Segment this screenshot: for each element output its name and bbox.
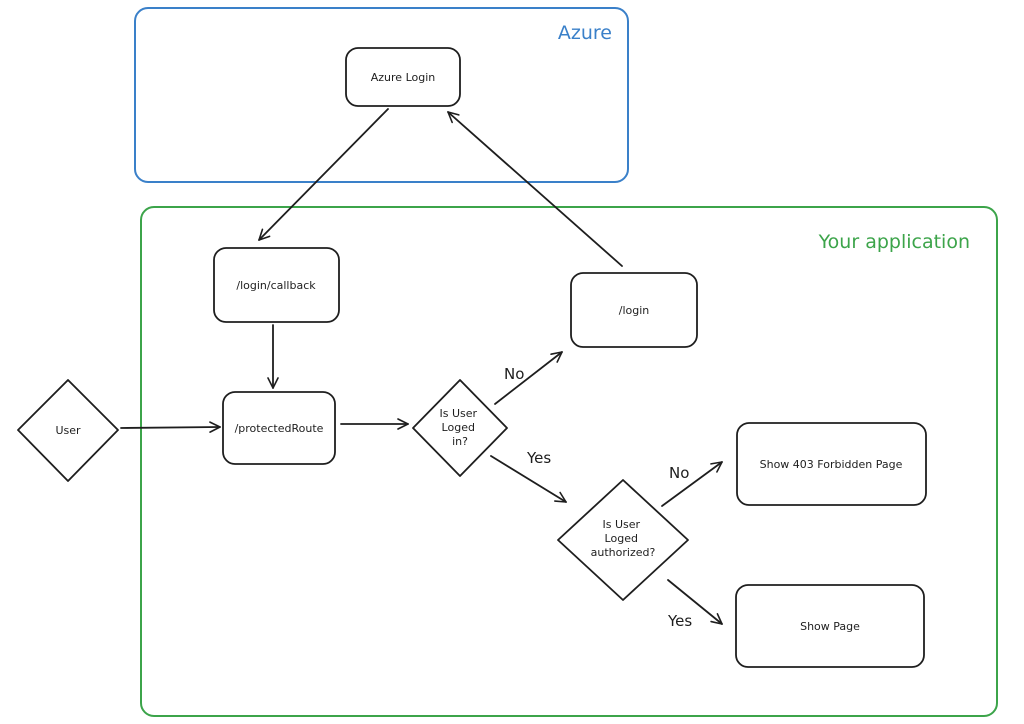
protected-route-label: /protectedRoute <box>235 422 324 435</box>
logged-in-line-1: Is User <box>439 407 477 420</box>
edge-label-no-forbidden: No <box>669 464 689 482</box>
app-group-frame <box>140 206 998 717</box>
edge-label-yes-show: Yes <box>667 612 692 630</box>
edge-azure-to-callback <box>258 108 389 241</box>
edge-decision-yes-to-authorized <box>490 455 567 503</box>
node-forbidden: Show 403 Forbidden Page <box>736 422 927 506</box>
node-logged-in-decision: Is User Loged in? <box>412 379 508 477</box>
authorized-label: Is User Loged authorized? <box>591 518 656 559</box>
app-group-label: Your application <box>818 231 970 253</box>
login-callback-label: /login/callback <box>236 279 316 292</box>
edge-label-no-login: No <box>504 365 524 383</box>
authorized-line-2: Loged <box>605 532 638 545</box>
edge-authorized-no-to-forbidden <box>661 461 723 507</box>
authorized-line-3: authorized? <box>591 546 656 559</box>
user-label: User <box>55 424 81 437</box>
edge-authorized-yes-to-show <box>667 579 723 625</box>
edge-user-to-protected <box>120 421 221 433</box>
azure-group-frame <box>134 7 629 183</box>
node-authorized-decision: Is User Loged authorized? <box>557 479 689 601</box>
node-show-page: Show Page <box>735 584 925 668</box>
edge-label-yes-logged-in: Yes <box>526 449 551 467</box>
logged-in-line-2: Loged <box>442 421 475 434</box>
azure-group-label: Azure <box>558 22 612 44</box>
edge-decision-no-to-login <box>494 351 563 405</box>
app-group: Your application <box>140 206 998 717</box>
login-label: /login <box>619 304 650 317</box>
azure-group: Azure <box>134 7 629 183</box>
logged-in-label: Is User Loged in? <box>439 407 480 448</box>
node-user: User <box>17 379 119 482</box>
forbidden-label: Show 403 Forbidden Page <box>760 458 903 471</box>
node-azure-login: Azure Login <box>345 47 461 107</box>
show-page-label: Show Page <box>800 620 860 633</box>
node-login: /login <box>570 272 698 348</box>
azure-login-label: Azure Login <box>371 71 436 84</box>
node-protected-route: /protectedRoute <box>222 391 336 465</box>
authorized-line-1: Is User <box>602 518 640 531</box>
logged-in-line-3: in? <box>452 435 468 448</box>
edge-login-to-azure <box>447 111 623 267</box>
node-login-callback: /login/callback <box>213 247 340 323</box>
